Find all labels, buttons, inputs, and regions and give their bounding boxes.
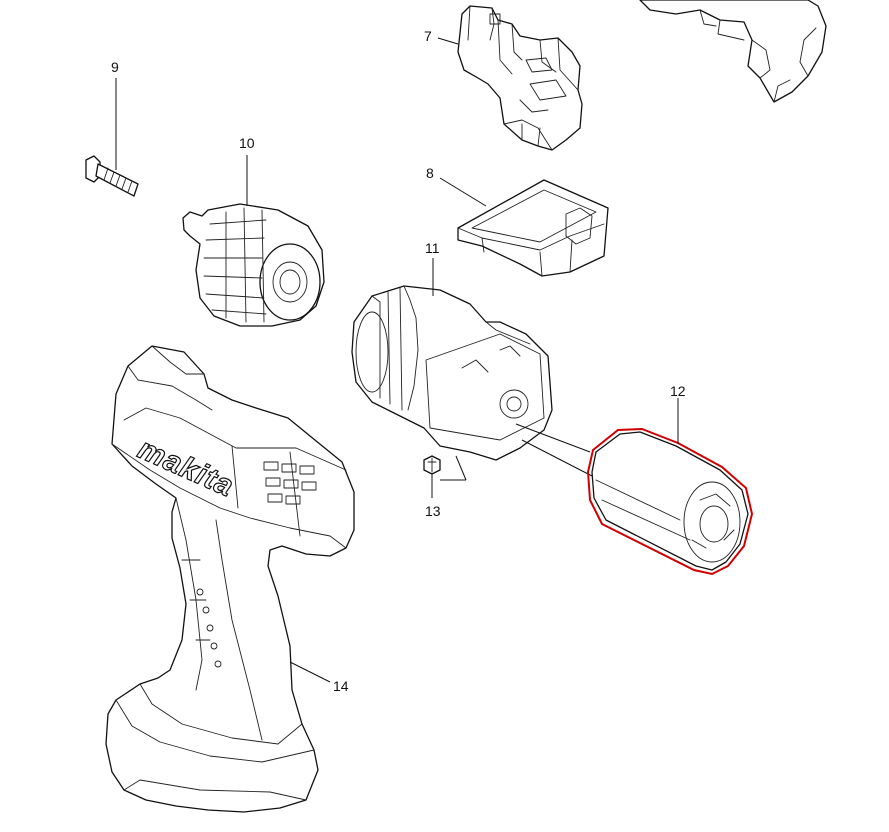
part-10-callout[interactable]: 10	[239, 135, 255, 151]
part-7-switch[interactable]	[457, 5, 583, 151]
part-11-gearbox[interactable]	[351, 285, 553, 461]
part-11-callout[interactable]: 11	[425, 240, 440, 256]
part-9-callout[interactable]: 9	[111, 59, 119, 75]
part-8-callout[interactable]: 8	[426, 165, 434, 181]
part-7-leader	[437, 37, 459, 45]
part-12-motor[interactable]	[586, 427, 754, 576]
part-11-leader	[432, 258, 593, 477]
part-13-callout[interactable]: 13	[425, 503, 441, 519]
part-10-chuck[interactable]	[182, 203, 325, 327]
part-7-callout[interactable]: 7	[424, 28, 432, 44]
part-14-housing[interactable]	[105, 345, 355, 813]
part-14-leader	[289, 661, 331, 683]
part-8-leader	[439, 177, 487, 207]
part-12-callout[interactable]: 12	[670, 383, 686, 399]
part-8-plate[interactable]	[457, 179, 609, 277]
part-14-callout[interactable]: 14	[333, 678, 349, 694]
housing-half-top	[639, 0, 827, 103]
part-13-screw[interactable]	[423, 455, 441, 475]
part-13-leader	[431, 455, 467, 498]
part-9-screw[interactable]	[85, 155, 139, 197]
motor-highlight-outline	[586, 427, 754, 576]
